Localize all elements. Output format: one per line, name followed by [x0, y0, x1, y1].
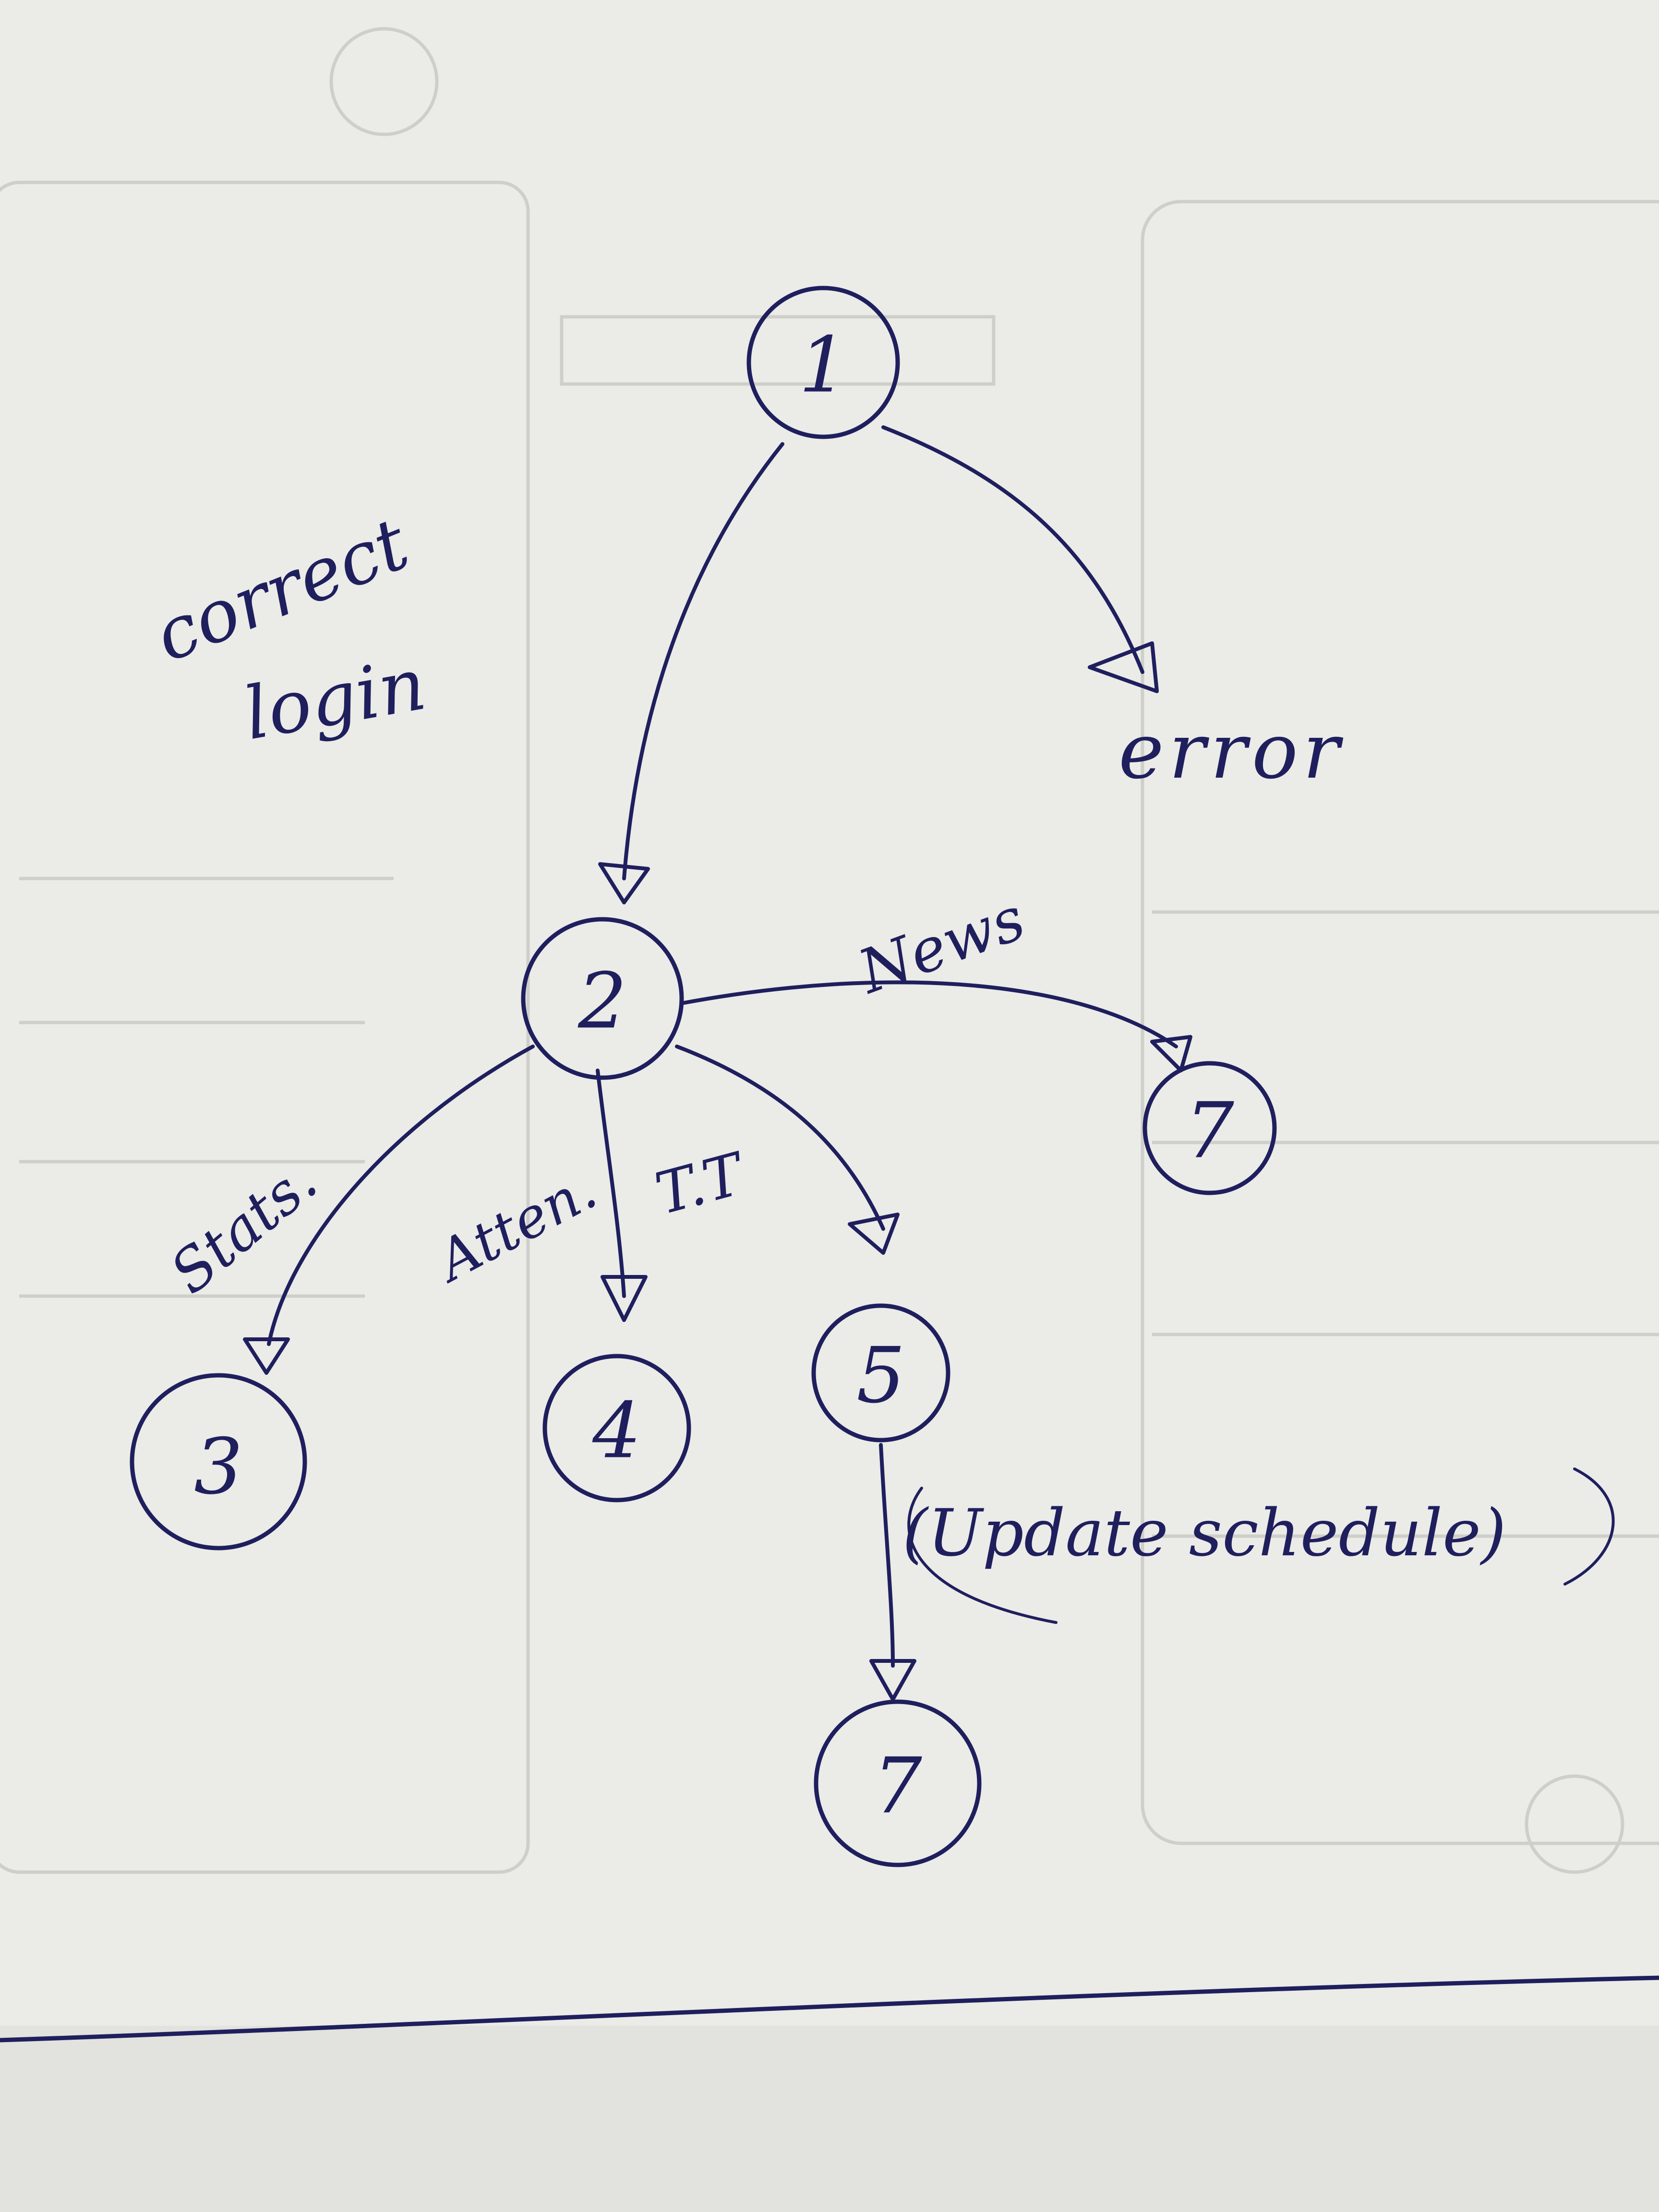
arrowhead-2-to-5 [848, 1213, 900, 1255]
arrowhead-2-to-4 [601, 1275, 648, 1322]
node-1: 1 [746, 286, 900, 439]
node-5-label: 5 [856, 1331, 905, 1420]
node-7-schedule: 7 [814, 1699, 982, 1867]
node-2: 2 [521, 917, 684, 1080]
edge-5-to-7 [879, 1443, 895, 1668]
node-1-label: 1 [799, 320, 848, 410]
arrowhead-1-to-2 [598, 862, 650, 904]
edge-2-to-3 [267, 1045, 535, 1346]
node-7-news-label: 7 [1185, 1086, 1234, 1176]
node-2-label: 2 [577, 956, 627, 1046]
arrowhead-2-to-7 [1150, 1035, 1192, 1072]
edge-1-to-error [881, 425, 1144, 674]
node-7-news: 7 [1142, 1061, 1277, 1195]
update-schedule-bracket-right [1563, 1467, 1615, 1586]
edge-2-to-5 [675, 1045, 885, 1231]
node-3-label: 3 [194, 1422, 243, 1512]
node-5: 5 [811, 1303, 950, 1443]
page-rule-line [0, 1975, 1659, 2043]
node-4: 4 [542, 1354, 691, 1503]
edge-2-to-4 [596, 1069, 626, 1298]
label-update-schedule: (Update schedule) [902, 1495, 1506, 1571]
node-7-schedule-label: 7 [873, 1741, 922, 1831]
paper-lower-band [0, 2026, 1659, 2212]
arrowhead-5-to-7 [869, 1659, 916, 1701]
arrowhead-1-to-error [1088, 641, 1159, 693]
edge-2-to-7 [680, 980, 1178, 1048]
update-schedule-bracket-left [907, 1487, 1058, 1624]
label-error: error [1118, 706, 1344, 796]
node-4-label: 4 [592, 1386, 641, 1476]
edge-1-to-2 [622, 442, 784, 880]
arrowhead-2-to-3 [243, 1337, 290, 1375]
node-3: 3 [130, 1373, 307, 1551]
